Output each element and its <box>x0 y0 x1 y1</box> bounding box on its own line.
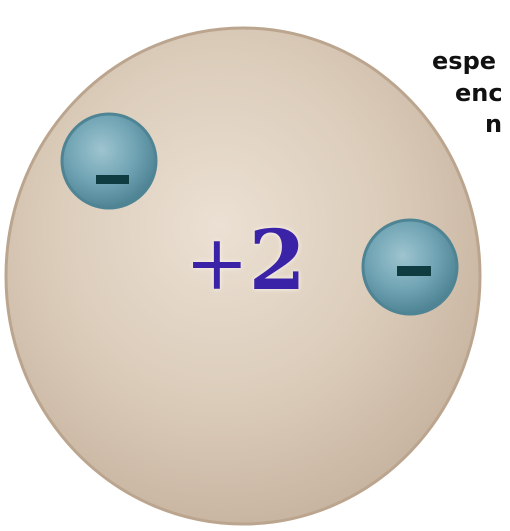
caption-line-1: espe <box>432 49 496 73</box>
caption-line-2: enc <box>455 81 503 105</box>
electron-1 <box>62 114 156 208</box>
minus-sign-icon <box>96 175 129 184</box>
electron-circle-icon <box>62 114 156 208</box>
electron-2 <box>363 220 457 314</box>
minus-sign-icon <box>397 266 431 276</box>
charge-sign: + <box>185 218 249 307</box>
caption-line-3: n <box>485 112 502 136</box>
nucleus-charge-label: +2 <box>185 216 320 306</box>
charge-value: 2 <box>249 213 306 309</box>
